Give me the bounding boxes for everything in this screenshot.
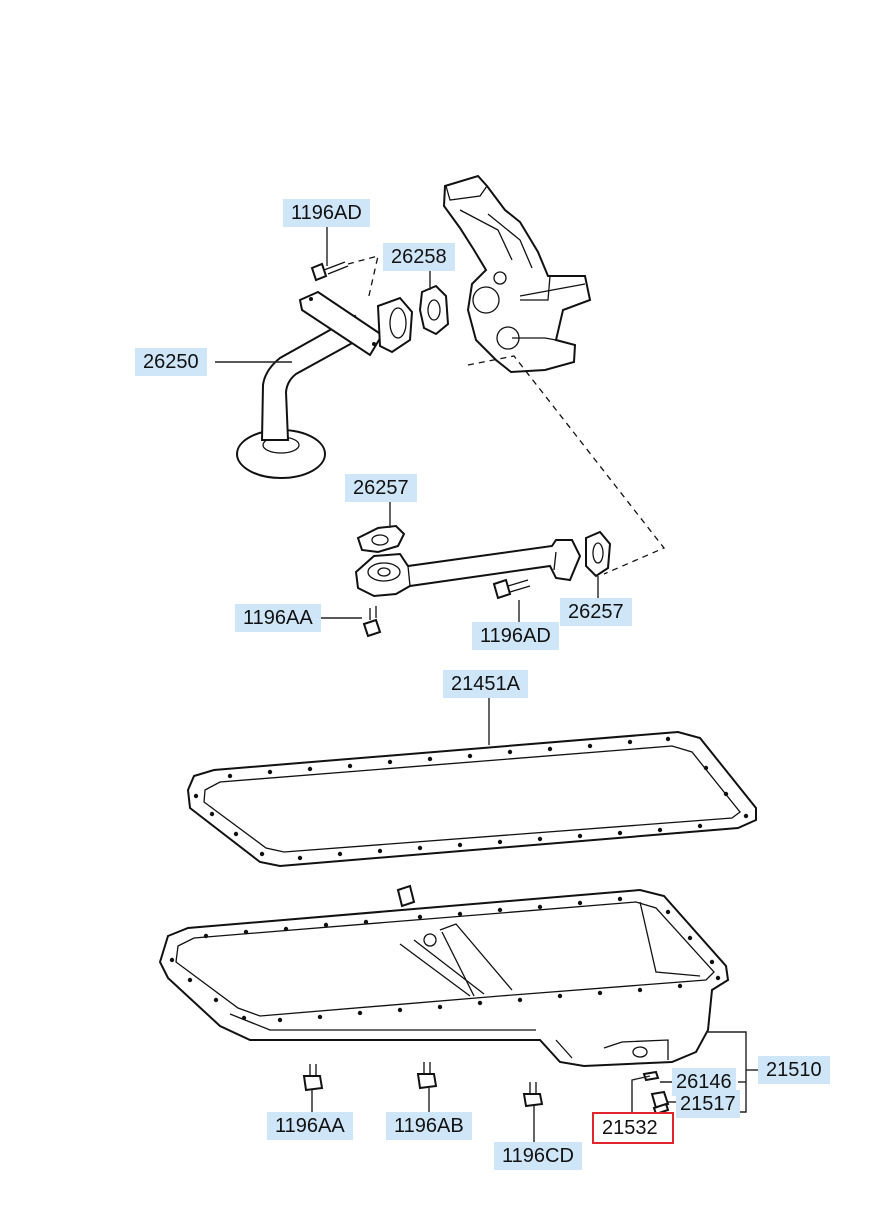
oil-pump-body bbox=[442, 174, 592, 374]
callout-1196aa-bottom[interactable]: 1196AA bbox=[267, 1112, 353, 1140]
bolt-1196ad-mid bbox=[492, 578, 531, 600]
gasket-26257-right bbox=[585, 530, 612, 578]
callout-21451a[interactable]: 21451A bbox=[443, 670, 528, 698]
callout-21510[interactable]: 21510 bbox=[758, 1056, 830, 1084]
callout-1196aa-mid[interactable]: 1196AA bbox=[235, 604, 321, 632]
bolt-1196cd bbox=[522, 1082, 544, 1108]
oil-pan-gasket bbox=[186, 730, 757, 868]
bolt-1196aa-bottom bbox=[302, 1064, 324, 1092]
callout-26250[interactable]: 26250 bbox=[135, 348, 207, 376]
callout-26258[interactable]: 26258 bbox=[383, 243, 455, 271]
oil-strainer bbox=[236, 290, 414, 479]
callout-1196ad-top[interactable]: 1196AD bbox=[283, 199, 370, 227]
oil-pipe bbox=[354, 539, 582, 598]
alignment-dashed-line bbox=[467, 355, 666, 575]
callout-1196ab[interactable]: 1196AB bbox=[386, 1112, 472, 1140]
bolt-1196aa-mid bbox=[362, 606, 382, 638]
oil-pan-bolt-holes bbox=[169, 896, 721, 1023]
callout-1196ad-mid[interactable]: 1196AD bbox=[472, 622, 559, 650]
bolt-1196ad-top bbox=[310, 255, 379, 301]
gasket-26257-left bbox=[356, 524, 406, 554]
gasket-26258 bbox=[418, 284, 450, 336]
callout-1196cd[interactable]: 1196CD bbox=[494, 1142, 582, 1170]
oil-pan bbox=[158, 884, 730, 1068]
callout-26257-right[interactable]: 26257 bbox=[560, 598, 632, 626]
callout-26257-top[interactable]: 26257 bbox=[345, 474, 417, 502]
callout-21532-selected[interactable]: 21532 bbox=[592, 1112, 674, 1144]
callout-21517[interactable]: 21517 bbox=[676, 1090, 740, 1118]
gasket-bolt-holes bbox=[193, 736, 749, 861]
drain-plug-washer bbox=[642, 1070, 670, 1116]
bolt-1196ab bbox=[416, 1062, 438, 1090]
